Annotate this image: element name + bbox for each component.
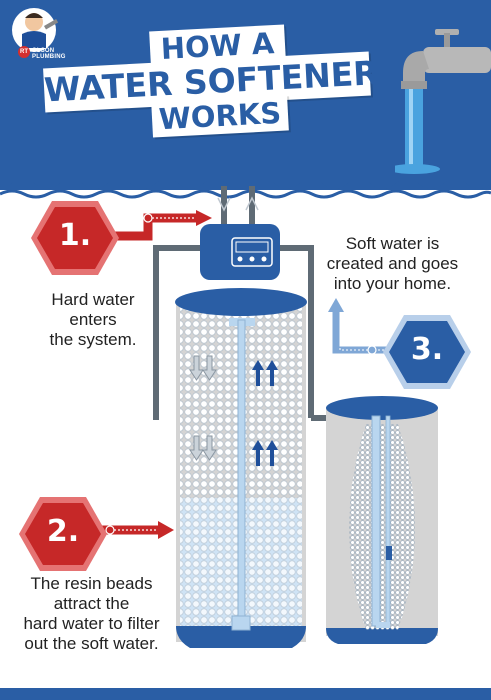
step-2-badge: 2.: [18, 494, 108, 579]
step-3-line: Soft water is: [345, 234, 440, 253]
step-1-line: enters: [69, 310, 117, 329]
inlet-pipes: [153, 186, 330, 421]
step-1-line: the system.: [49, 330, 137, 349]
step-2-line: out the soft water.: [24, 634, 159, 653]
down-arrow-icon: [189, 355, 217, 461]
step-2-line: hard water to filter: [23, 614, 160, 633]
step-1-label: Hard water enters the system.: [18, 290, 168, 350]
logo-brand: OLSON PLUMBING: [32, 48, 66, 60]
step-2-label: The resin beads attract the hard water t…: [4, 574, 179, 654]
footer-bar: [0, 688, 491, 700]
resin-tank: [175, 288, 307, 648]
step-3-badge: 3.: [382, 312, 472, 397]
step-2-line: attract the: [53, 594, 130, 613]
step-1-badge: 1.: [30, 198, 120, 283]
control-head-icon: [200, 224, 280, 280]
brine-tank-icon: [326, 396, 438, 644]
step-3-pointer: [328, 298, 388, 355]
step-3-line: created and goes: [326, 254, 459, 273]
logo-initials: RT: [18, 46, 30, 58]
step-2-line: The resin beads: [30, 574, 153, 593]
faucet-icon: [395, 29, 491, 174]
step-1-pointer: [100, 210, 212, 241]
brand-logo: RT OLSON PLUMBING: [6, 4, 74, 66]
outlet-flow-arrow: [245, 196, 259, 211]
inlet-flow-arrow: [217, 197, 231, 212]
plumber-mascot-icon: [12, 8, 59, 52]
step-2-pointer: [96, 521, 174, 539]
step-2-number: 2.: [46, 514, 80, 549]
step-1-number: 1.: [58, 218, 92, 253]
step-3-line: into your home.: [333, 274, 452, 293]
step-1-line: Hard water: [51, 290, 135, 309]
step-3-number: 3.: [410, 332, 444, 367]
up-arrow-icon: [252, 360, 278, 466]
step-3-label: Soft water is created and goes into your…: [310, 234, 475, 294]
